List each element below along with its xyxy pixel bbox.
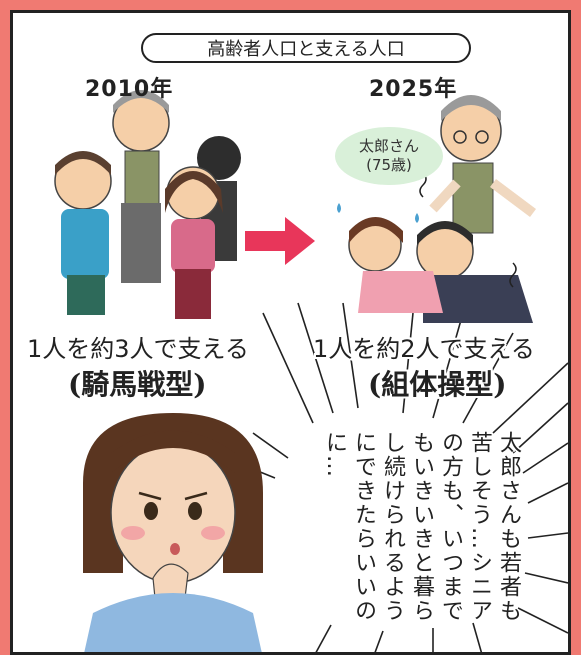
- supporting-people-icon: [337, 172, 533, 323]
- right-arrow-icon: [245, 217, 315, 265]
- caption-right: 1人を約2人で支える: [313, 335, 535, 363]
- illustration-layer: [54, 90, 568, 652]
- bubble-name: 太郎さん: [358, 137, 419, 156]
- thought-text: 太郎さんも若者も苦しそう…シニアの方も、いつまでもいきいきと暮らし続けられるよう…: [322, 431, 521, 623]
- taro-name-bubble: 太郎さん (75歳): [335, 127, 443, 185]
- worried-woman-icon: [83, 413, 263, 652]
- year-left-label: 2010年: [85, 77, 174, 102]
- focus-lines: [237, 302, 568, 652]
- caption-left: 1人を約3人で支える: [27, 335, 249, 363]
- supporting-people-icon: [54, 90, 241, 319]
- panel-title: 高齢者人口と支える人口: [141, 33, 471, 63]
- bubble-age: (75歳): [366, 156, 412, 174]
- elderly-man-icon: [429, 95, 536, 234]
- type-left: (騎馬戦型): [68, 368, 207, 401]
- year-right-label: 2025年: [369, 77, 458, 102]
- manga-panel: 高齢者人口と支える人口 2010年 2025年 太郎さん (75歳) 1人を約3…: [10, 10, 571, 655]
- type-right: (組体操型): [368, 368, 507, 401]
